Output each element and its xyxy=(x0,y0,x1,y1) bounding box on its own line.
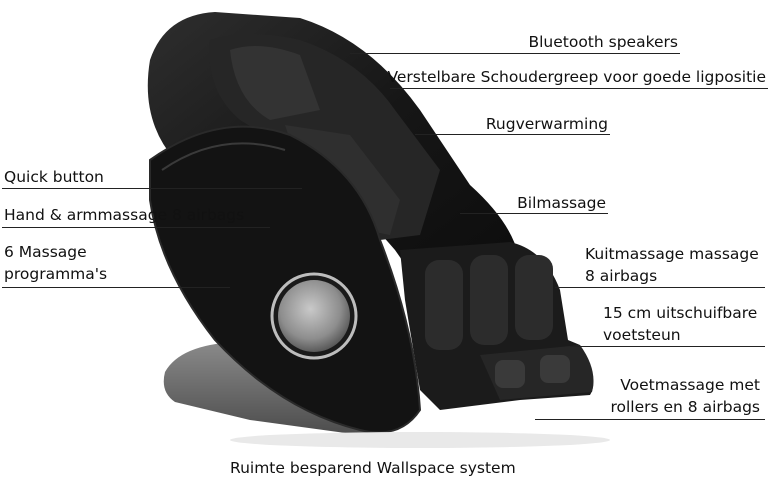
leader-line-kuit xyxy=(555,287,765,288)
leader-line-voetsteun xyxy=(570,346,765,347)
label-voetsteun-line1: 15 cm uitschuifbare xyxy=(603,304,758,322)
chair-side-panel xyxy=(149,125,422,434)
label-shoulder-grip: Verstelbare Schoudergreep voor goede lig… xyxy=(387,68,767,86)
leader-line-programs xyxy=(2,287,230,288)
label-rugverwarming: Rugverwarming xyxy=(485,115,608,133)
leader-line-quick xyxy=(2,188,302,189)
label-voetmassage-line2: rollers en 8 airbags xyxy=(610,398,760,416)
leader-line-shoulder xyxy=(390,88,768,89)
chair-legrest xyxy=(400,242,594,410)
leader-line-voet xyxy=(535,419,765,420)
label-hand-armmassage: Hand & armmassage 8 airbags xyxy=(4,206,245,224)
leader-line-bluetooth xyxy=(350,53,680,54)
label-quick-button: Quick button xyxy=(4,168,104,186)
label-programs-line1: 6 Massage xyxy=(4,243,87,261)
label-voetmassage-line1: Voetmassage met xyxy=(620,376,760,394)
leader-line-bilmassage xyxy=(460,213,608,214)
label-wallspace-system: Ruimte besparend Wallspace system xyxy=(230,459,516,477)
leader-line-hand xyxy=(2,227,270,228)
label-bluetooth-speakers: Bluetooth speakers xyxy=(528,33,678,51)
label-programs-line2: programma's xyxy=(4,265,108,283)
label-kuitmassage-line1: Kuitmassage massage xyxy=(585,245,759,263)
label-voetsteun-line2: voetsteun xyxy=(603,326,681,344)
label-bilmassage: Bilmassage xyxy=(517,194,606,212)
label-kuitmassage-line2: 8 airbags xyxy=(585,267,658,285)
leader-line-rugverwarming xyxy=(415,134,610,135)
